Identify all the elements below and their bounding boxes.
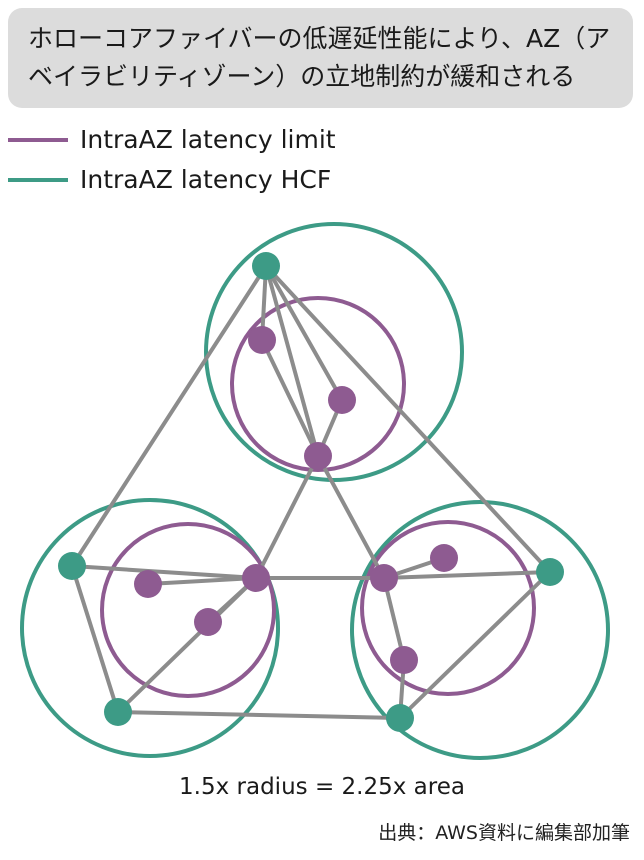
teal-node: [536, 558, 564, 586]
edge: [316, 454, 386, 580]
edge: [264, 264, 552, 574]
legend-item-hcf: IntraAZ latency HCF: [8, 160, 336, 200]
edge: [260, 338, 320, 458]
teal-node: [104, 698, 132, 726]
legend: IntraAZ latency limit IntraAZ latency HC…: [8, 120, 336, 200]
purple-node: [328, 386, 356, 414]
edge: [146, 576, 258, 586]
legend-label-hcf: IntraAZ latency HCF: [80, 165, 332, 194]
legend-item-limit: IntraAZ latency limit: [8, 120, 336, 160]
edge: [264, 264, 344, 402]
purple-node: [304, 442, 332, 470]
legend-label-limit: IntraAZ latency limit: [80, 125, 336, 154]
edge: [382, 576, 406, 662]
purple-node: [390, 646, 418, 674]
hcf-circle-left: [20, 498, 280, 758]
teal-node: [386, 704, 414, 732]
edge: [116, 576, 258, 714]
source-credit: 出典：AWS資料に編集部加筆: [378, 822, 630, 844]
edge: [264, 264, 320, 458]
legend-swatch-hcf: [8, 178, 68, 182]
edge: [254, 454, 320, 580]
purple-node: [134, 570, 162, 598]
purple-node: [194, 608, 222, 636]
edge: [382, 570, 552, 580]
diagram-caption: 1.5x radius = 2.25x area: [179, 774, 465, 800]
edge: [70, 264, 268, 568]
purple-node: [370, 564, 398, 592]
az-network-diagram: [20, 222, 610, 760]
teal-node: [252, 252, 280, 280]
hcf-circle-right: [350, 500, 610, 760]
edge: [70, 564, 120, 714]
edge: [116, 710, 402, 720]
title-line-2: ベイラビリティゾーン）の立地制約が緩和される: [28, 62, 576, 91]
title-box: ホローコアファイバーの低遅延性能により、AZ（ア ベイラビリティゾーン）の立地制…: [8, 8, 633, 108]
hcf-circle-top: [204, 222, 464, 482]
limit-circle-right: [360, 520, 536, 696]
legend-swatch-limit: [8, 138, 68, 142]
edge: [70, 564, 258, 580]
purple-node: [248, 326, 276, 354]
teal-node: [58, 552, 86, 580]
purple-node: [242, 564, 270, 592]
limit-circle-left: [100, 522, 276, 698]
edge: [398, 570, 552, 720]
title-line-1: ホローコアファイバーの低遅延性能により、AZ（ア: [28, 24, 611, 53]
purple-node: [430, 544, 458, 572]
